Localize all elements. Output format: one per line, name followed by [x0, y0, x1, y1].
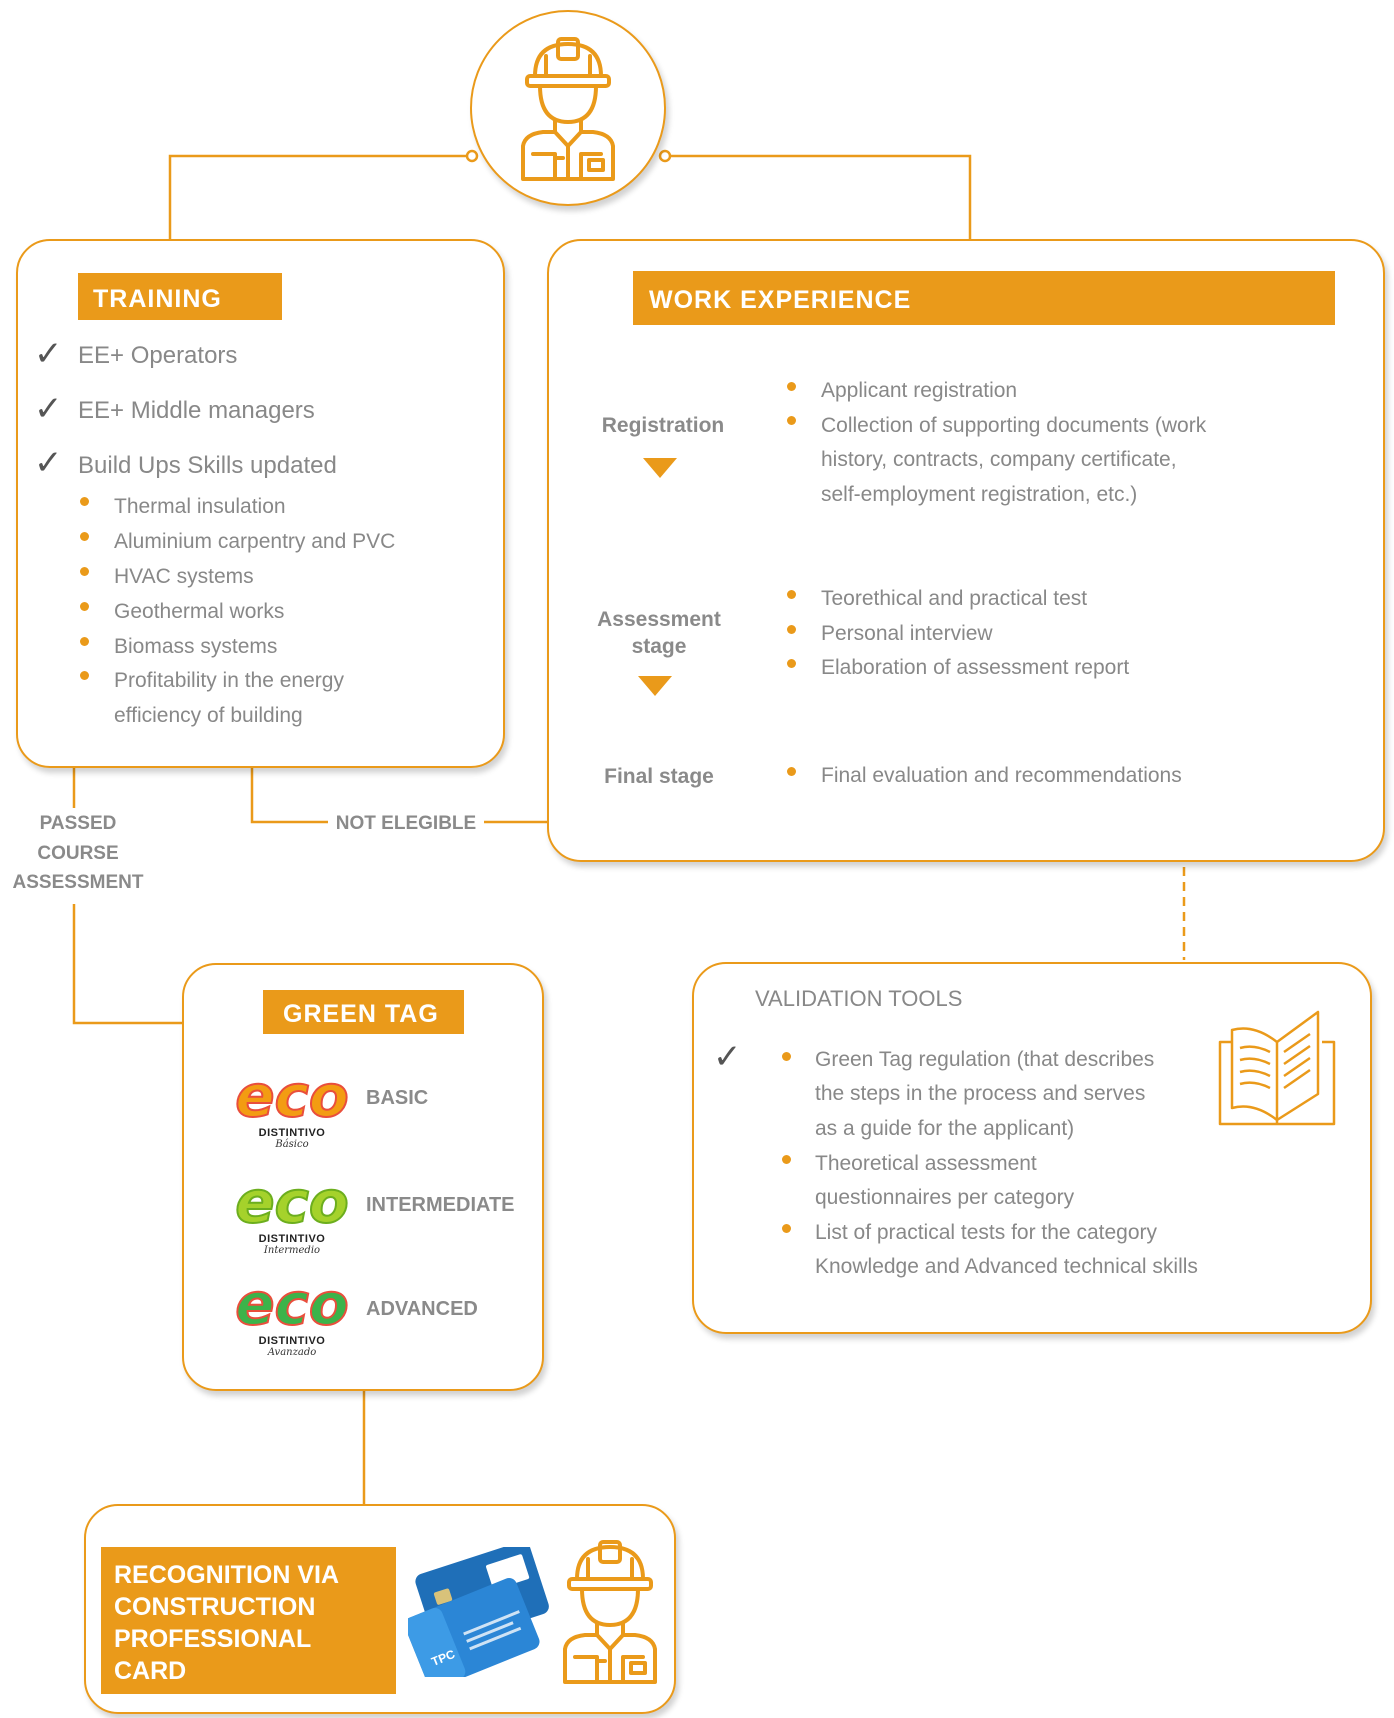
recognition-line: CARD: [114, 1657, 187, 1685]
training-sub-item: Biomass systems: [114, 635, 278, 658]
bullet-icon: [787, 659, 796, 668]
passed-label-line-2: COURSE: [37, 843, 119, 864]
validation-tools-box: [692, 962, 1372, 1334]
validation-item: Theoretical assessment: [815, 1152, 1037, 1175]
bullet-icon: [80, 671, 89, 680]
training-item: EE+ Operators: [78, 342, 238, 369]
training-title: TRAINING: [93, 285, 222, 313]
open-book-icon: [1218, 1010, 1336, 1126]
work-experience-box: [547, 239, 1385, 862]
validation-item: the steps in the process and serves: [815, 1082, 1146, 1105]
final-stage-item: Final evaluation and recommendations: [821, 764, 1182, 787]
recognition-line: RECOGNITION VIA: [114, 1561, 340, 1589]
bullet-icon: [80, 532, 89, 541]
check-icon: ✓: [34, 390, 63, 428]
check-icon: ✓: [34, 444, 63, 482]
triangle-down-icon: [643, 458, 677, 478]
registration-item: self-employment registration, etc.): [821, 483, 1138, 506]
bullet-icon: [782, 1224, 791, 1233]
validation-item: questionnaires per category: [815, 1186, 1075, 1209]
basic-label: BASIC: [366, 1087, 429, 1109]
work-experience-title: WORK EXPERIENCE: [649, 286, 912, 314]
bullet-icon: [80, 637, 89, 646]
level-script-text: Básico: [275, 1139, 309, 1150]
bullet-icon: [787, 416, 796, 425]
work-experience-header: WORK EXPERIENCE: [633, 271, 1335, 325]
level-script-text: Avanzado: [267, 1347, 317, 1358]
eco-logo-advanced: eco DISTINTIVO Avanzado: [230, 1269, 354, 1358]
bullet-icon: [80, 497, 89, 506]
bullet-icon: [787, 767, 796, 776]
training-sub-item: efficiency of building: [114, 704, 303, 727]
not-eligible-label: NOT ELEGIBLE: [335, 813, 477, 834]
bullet-icon: [80, 567, 89, 576]
svg-text:eco: eco: [235, 1278, 349, 1330]
bullet-icon: [782, 1052, 791, 1061]
training-sub-item: Thermal insulation: [114, 495, 286, 518]
worker-hardhat-icon: [563, 1540, 657, 1684]
training-header: TRAINING: [78, 273, 282, 320]
registration-item: Collection of supporting documents (work: [821, 414, 1207, 437]
final-stage-label: Final stage: [604, 765, 714, 788]
passed-label-line-3: ASSESSMENT: [12, 872, 144, 893]
assessment-label-line-2: stage: [631, 635, 687, 658]
training-sub-item: Geothermal works: [114, 600, 285, 623]
recognition-line: CONSTRUCTION: [114, 1593, 316, 1621]
svg-text:eco: eco: [235, 1070, 349, 1122]
assessment-item: Teorethical and practical test: [821, 587, 1088, 610]
check-icon: ✓: [713, 1038, 742, 1076]
training-sub-item: HVAC systems: [114, 565, 254, 588]
assessment-item: Elaboration of assessment report: [821, 656, 1130, 679]
level-script-text: Intermedio: [263, 1245, 321, 1256]
connector-dot: [465, 149, 479, 163]
training-sub-item: Aluminium carpentry and PVC: [114, 530, 396, 553]
eco-logo-intermediate: eco DISTINTIVO Intermedio: [230, 1167, 354, 1256]
validation-item: as a guide for the applicant): [815, 1117, 1075, 1140]
validation-item: Green Tag regulation (that describes: [815, 1048, 1155, 1071]
triangle-down-icon: [638, 676, 672, 696]
advanced-label: ADVANCED: [366, 1298, 478, 1320]
training-item: EE+ Middle managers: [78, 397, 315, 424]
validation-item: Knowledge and Advanced technical skills: [815, 1255, 1198, 1278]
distintivo-text: DISTINTIVO: [258, 1335, 326, 1347]
distintivo-text: DISTINTIVO: [258, 1233, 326, 1245]
check-icon: ✓: [34, 335, 63, 373]
worker-circle: [470, 10, 666, 206]
assessment-label-line-1: Assessment: [597, 608, 721, 631]
svg-text:eco: eco: [235, 1176, 349, 1228]
green-tag-header: GREEN TAG: [263, 990, 464, 1034]
intermediate-label: INTERMEDIATE: [366, 1194, 515, 1216]
training-sub-item: Profitability in the energy: [114, 669, 344, 692]
validation-tools-title: VALIDATION TOOLS: [755, 986, 963, 1011]
connector-dot: [658, 149, 672, 163]
bullet-icon: [80, 602, 89, 611]
bullet-icon: [787, 590, 796, 599]
validation-item: List of practical tests for the category: [815, 1221, 1157, 1244]
recognition-line: PROFESSIONAL: [114, 1625, 312, 1653]
bullet-icon: [787, 382, 796, 391]
eco-logo-basic: eco DISTINTIVO Básico: [230, 1061, 354, 1150]
worker-hardhat-icon: [521, 37, 615, 181]
green-tag-title: GREEN TAG: [283, 1000, 439, 1028]
distintivo-text: DISTINTIVO: [258, 1127, 326, 1139]
training-item: Build Ups Skills updated: [78, 452, 337, 479]
green-tag-box: [182, 963, 544, 1391]
registration-item: history, contracts, company certificate,: [821, 448, 1177, 471]
bullet-icon: [787, 625, 796, 634]
training-box: [16, 239, 505, 768]
recognition-header: RECOGNITION VIA CONSTRUCTION PROFESSIONA…: [101, 1547, 396, 1694]
professional-card-image: TPC: [408, 1547, 549, 1677]
registration-label: Registration: [601, 414, 725, 437]
assessment-item: Personal interview: [821, 622, 993, 645]
registration-item: Applicant registration: [821, 379, 1018, 402]
bullet-icon: [782, 1155, 791, 1164]
passed-label-line-1: PASSED: [39, 813, 117, 834]
